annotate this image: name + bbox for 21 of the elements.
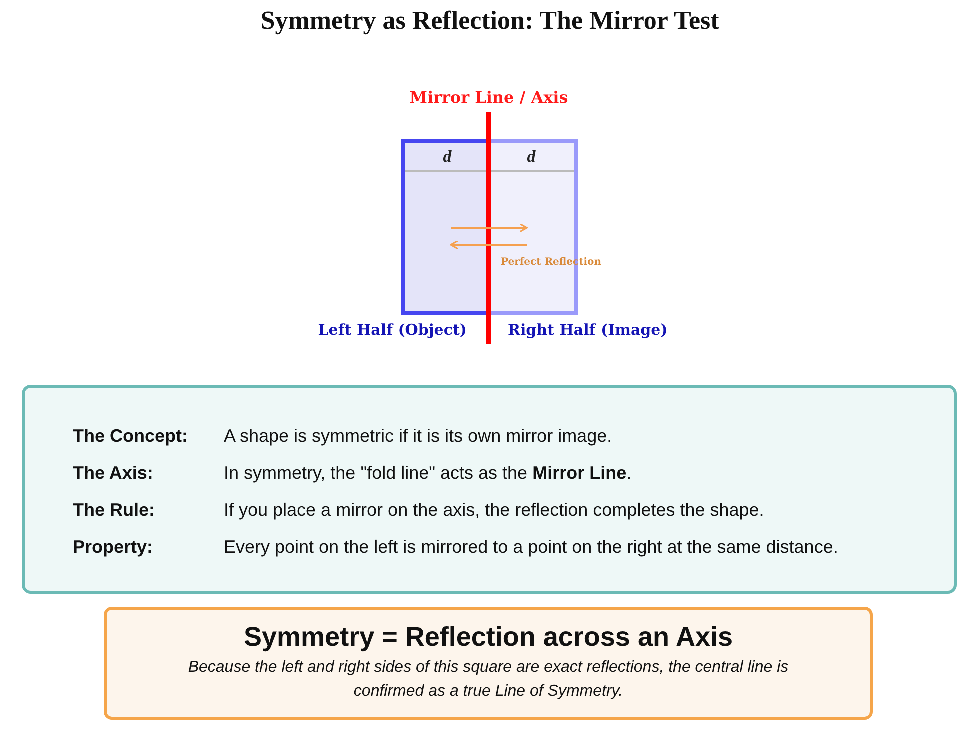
definition-text: A shape is symmetric if it is its own mirror image.	[224, 426, 612, 447]
reflection-label: Perfect Reflection	[501, 257, 602, 268]
distance-label: d	[442, 147, 453, 167]
half-label: Left Half (Object)	[318, 321, 467, 339]
definition-text: In symmetry, the "fold line" acts as the Mirror Line.	[224, 463, 632, 484]
distance-label: d	[526, 147, 537, 167]
conclusion-panel	[104, 607, 873, 720]
definition-text: If you place a mirror on the axis, the reflection completes the shape.	[224, 500, 764, 521]
conclusion-heading: Symmetry = Reflection across an Axis	[243, 622, 734, 653]
half-label: Right Half (Image)	[508, 321, 668, 339]
reflection-arrow	[450, 240, 527, 250]
term-label: The Concept:	[73, 426, 188, 447]
title: Symmetry as Reflection: The Mirror Test	[260, 6, 720, 36]
term-label: The Axis:	[73, 463, 154, 484]
conclusion-text: Because the left and right sides of this square are exact reflections, the central line is confirmed as a true Line of Symmetry.	[187, 658, 790, 702]
term-label: The Rule:	[73, 500, 156, 521]
info-panel	[22, 385, 957, 594]
axis-label: Mirror Line / Axis	[408, 88, 570, 107]
definition-text: Every point on the left is mirrored to a point on the right at the same distance.	[224, 537, 838, 558]
reflection-arrow	[451, 223, 528, 233]
term-label: Property:	[73, 537, 154, 558]
